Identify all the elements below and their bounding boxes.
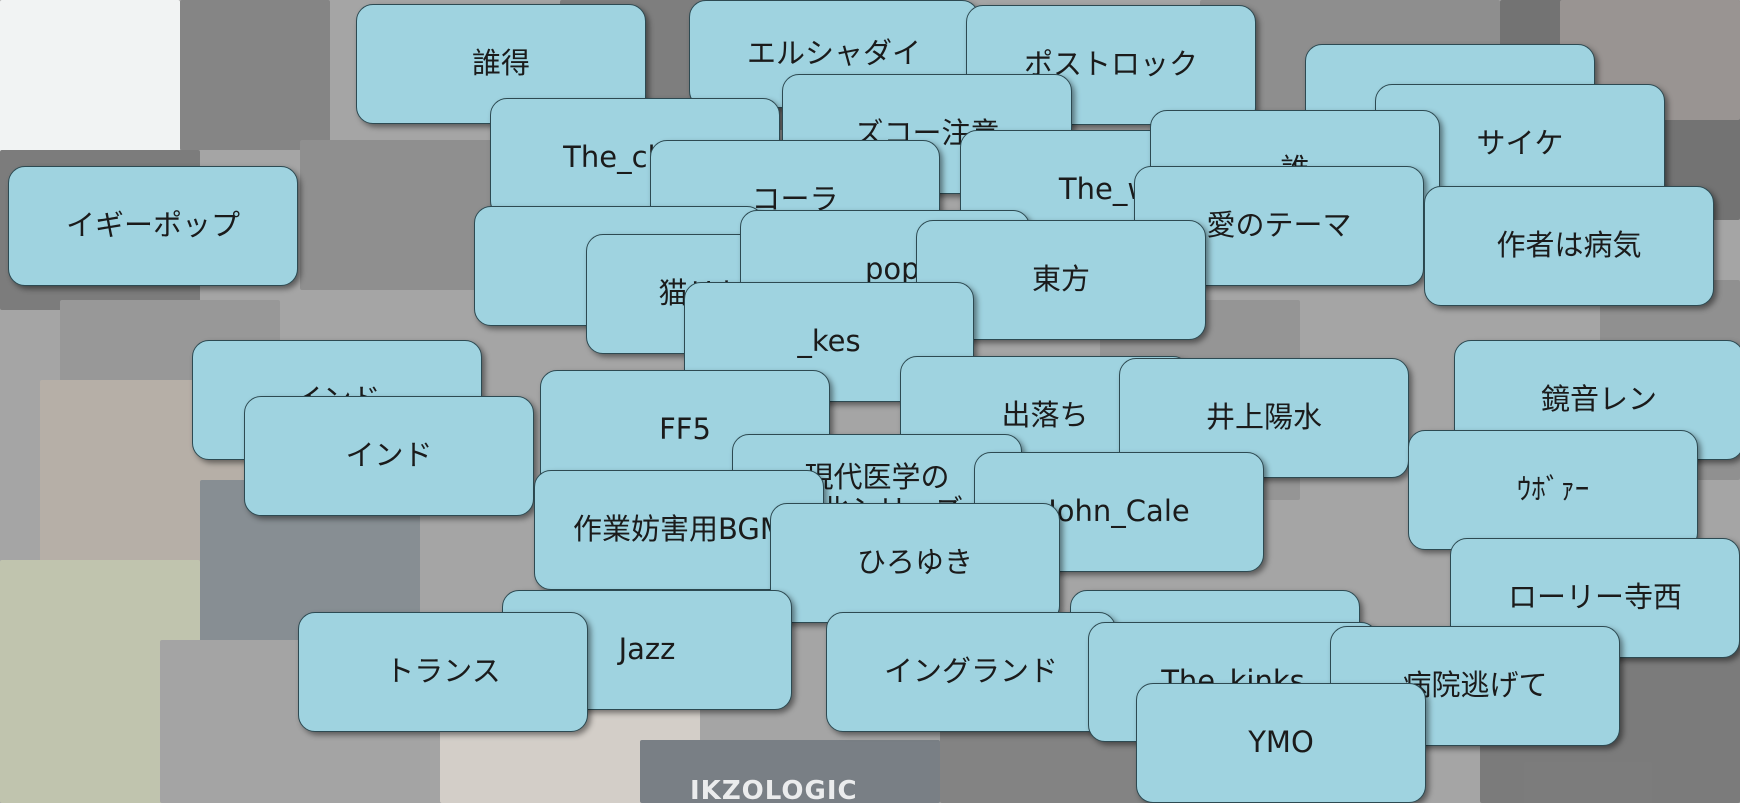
tag-card-author-is-sick[interactable]: 作者は病気 — [1424, 186, 1714, 306]
tag-card-uboaa[interactable]: ｳﾎﾞｧｰ — [1408, 430, 1698, 550]
tag-card-trance[interactable]: トランス — [298, 612, 588, 732]
tag-card-post-rock[interactable]: ポストロック — [966, 5, 1256, 125]
tag-card-india[interactable]: インド — [244, 396, 534, 516]
tag-card-ymo[interactable]: YMO — [1136, 683, 1426, 803]
tag-card-hiroyuki[interactable]: ひろゆき — [770, 503, 1060, 623]
tag-card-england[interactable]: イングランド — [826, 612, 1116, 732]
brand-watermark: IKZOLOGIC — [690, 776, 858, 803]
tag-card-iggy-pop[interactable]: イギーポップ — [8, 166, 298, 286]
